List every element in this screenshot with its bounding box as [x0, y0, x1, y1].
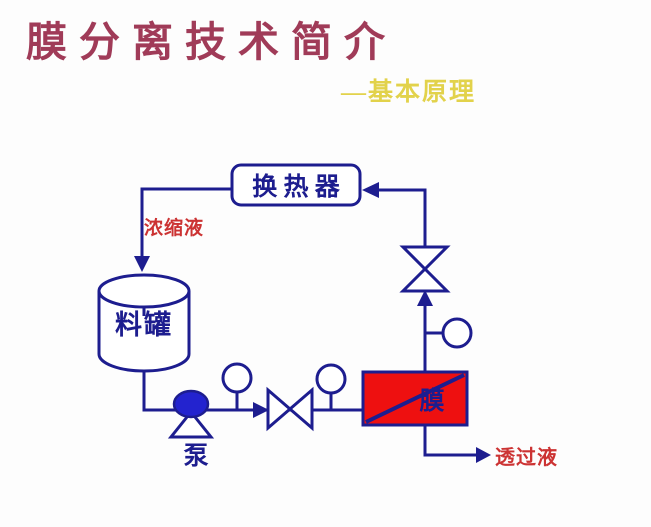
tank-top — [97, 273, 191, 309]
flow-arrow-down-icon — [134, 256, 150, 272]
pipe-heatexchanger-to-tank — [140, 187, 232, 258]
membrane-label: 膜 — [419, 387, 444, 415]
pressure-gauge-1-icon — [221, 362, 253, 394]
tank-label: 料罐 — [115, 309, 173, 340]
feed-tank: 料罐 — [97, 273, 191, 373]
permeate-arrow-icon — [476, 447, 491, 463]
tank-body — [97, 291, 191, 373]
flow-arrow-right-icon — [253, 402, 269, 418]
page-subtitle: —基本原理 — [341, 79, 477, 106]
pump-head-icon — [172, 389, 210, 419]
pipe-valve-to-heatexchanger — [378, 188, 427, 247]
flow-arrow-left-icon — [362, 182, 379, 198]
heat-exchanger-box — [230, 163, 362, 207]
membrane-module: 膜 — [361, 370, 469, 427]
pressure-gauge-3-icon — [441, 317, 473, 349]
heat-exchanger-label: 换 热 器 — [252, 173, 341, 201]
flow-arrow-up-icon — [417, 290, 433, 306]
heat-exchanger: 换 热 器 — [230, 163, 362, 207]
pump-label: 泵 — [183, 443, 208, 470]
page-title: 膜分离技术简介 — [26, 19, 397, 65]
valve-horizontal-icon — [266, 386, 314, 432]
valve-vertical-icon — [399, 245, 451, 293]
pressure-gauge-2-icon — [315, 363, 347, 395]
membrane-diagonal — [365, 373, 465, 424]
pump-base-icon — [167, 409, 215, 439]
concentrate-label: 浓缩液 — [144, 216, 204, 239]
pipe-membrane-outlet — [423, 425, 476, 457]
permeate-label: 透过液 — [495, 445, 558, 469]
pump: 泵 — [167, 389, 215, 470]
